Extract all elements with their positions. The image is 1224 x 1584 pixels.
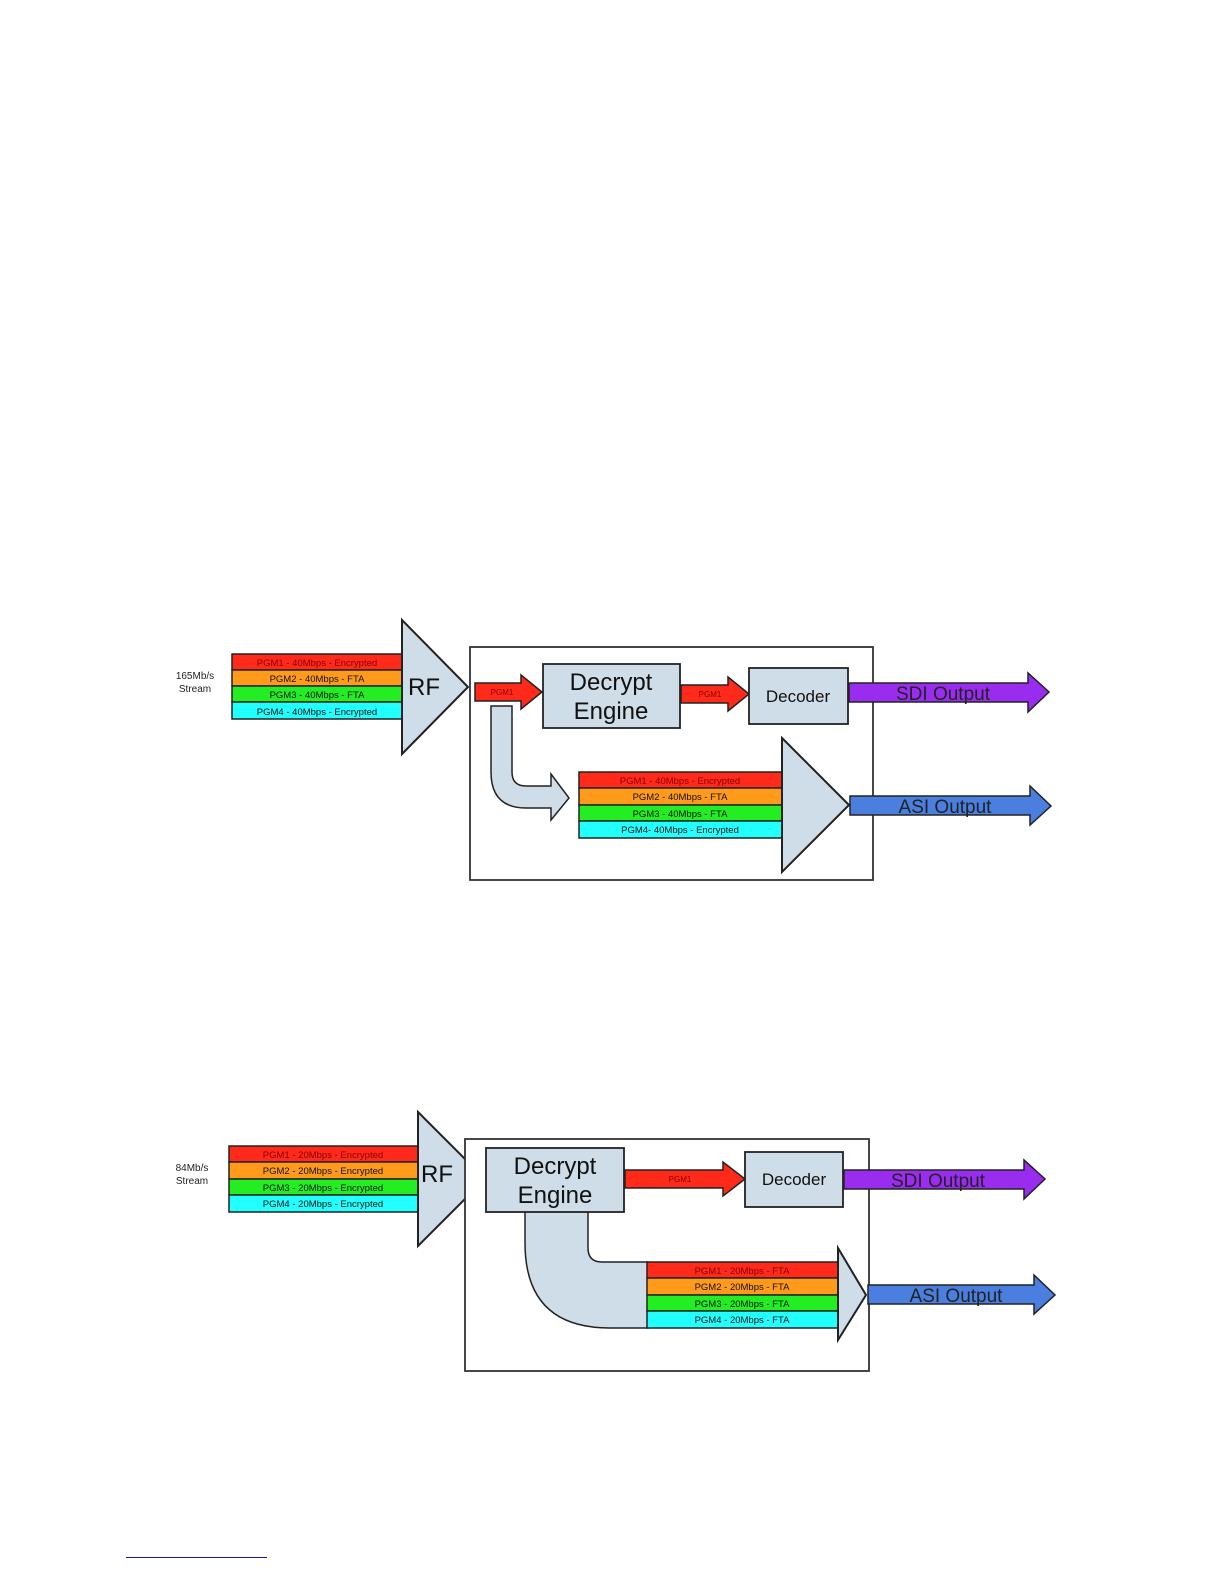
d1-pgm1-arrow-in xyxy=(474,673,544,711)
d1-asi-streams: PGM1 - 40Mbps - Encrypted PGM2 - 40Mbps … xyxy=(578,771,784,839)
d2-band-pgm1-label: PGM1 - 20Mbps - Encrypted xyxy=(263,1150,383,1161)
d1-band-pgm1-label: PGM1 - 40Mbps - Encrypted xyxy=(257,658,377,669)
d2-sdi-output-arrow xyxy=(843,1158,1047,1201)
d1-pgm1-arrow-in-label: PGM1 xyxy=(491,688,514,697)
d1-band-pgm4-label: PGM4 - 40Mbps - Encrypted xyxy=(257,707,377,718)
d2-decoder xyxy=(744,1151,844,1208)
d1-input-label-line2: Stream xyxy=(179,684,211,695)
d2-asi-streams: PGM1 - 20Mbps - FTA PGM2 - 20Mbps - FTA … xyxy=(646,1261,840,1329)
d1-asi-band-pgm2-label: PGM2 - 40Mbps - FTA xyxy=(633,792,729,803)
d2-input-label-line2: Stream xyxy=(176,1176,208,1187)
d1-passthrough-arrow xyxy=(490,705,570,823)
d1-asi-output-arrow xyxy=(849,784,1053,827)
d2-band-pgm4-label: PGM4 - 20Mbps - Encrypted xyxy=(263,1199,383,1210)
d2-decrypt-line1: Decrypt xyxy=(514,1153,597,1180)
d2-decoder-label: Decoder xyxy=(762,1170,827,1189)
d2-band-pgm3-label: PGM3 - 20Mbps - Encrypted xyxy=(263,1183,383,1194)
diagram-2: 84Mb/s Stream PGM1 - 20Mbps - Encrypted … xyxy=(176,1109,1057,1372)
footnote-separator xyxy=(126,1557,267,1558)
d1-decoder xyxy=(748,667,849,725)
d2-pgm1-arrow-mid xyxy=(624,1160,747,1198)
d1-rf-amplifier xyxy=(401,617,470,757)
d1-decrypt-line1: Decrypt xyxy=(570,669,653,696)
d2-asi-band-pgm3-label: PGM3 - 20Mbps - FTA xyxy=(695,1299,791,1310)
d2-decrypt-engine xyxy=(485,1147,625,1213)
d2-rf-label: RF xyxy=(421,1161,453,1188)
d1-band-pgm2-label: PGM2 - 40Mbps - FTA xyxy=(270,674,366,685)
d1-decoder-label: Decoder xyxy=(766,687,831,706)
d2-band-pgm2-label: PGM2 - 20Mbps - Encrypted xyxy=(263,1166,383,1177)
d1-asi-multiplexer xyxy=(781,735,851,875)
d1-asi-label: ASI Output xyxy=(899,797,993,818)
d2-sdi-label: SDI Output xyxy=(891,1171,986,1192)
d1-pgm1-arrow-mid-label: PGM1 xyxy=(699,690,722,699)
d2-asi-band-pgm1-label: PGM1 - 20Mbps - FTA xyxy=(695,1266,791,1277)
d2-asi-output-arrow xyxy=(867,1273,1057,1316)
d1-asi-band-pgm1-label: PGM1 - 40Mbps - Encrypted xyxy=(620,776,740,787)
diagram-1: 165Mb/s Stream PGM1 - 40Mbps - Encrypted… xyxy=(176,617,1053,881)
d2-asi-label: ASI Output xyxy=(910,1286,1004,1307)
d1-input-label-line1: 165Mb/s xyxy=(176,671,214,682)
d2-input-label-line1: 84Mb/s xyxy=(176,1163,209,1174)
d2-pgm1-arrow-mid-label: PGM1 xyxy=(669,1175,692,1184)
d2-asi-band-pgm4-label: PGM4 - 20Mbps - FTA xyxy=(695,1315,791,1326)
d1-asi-band-pgm4-label: PGM4- 40Mbps - Encrypted xyxy=(621,825,739,836)
d2-input-streams: PGM1 - 20Mbps - Encrypted PGM2 - 20Mbps … xyxy=(228,1145,419,1213)
d1-asi-band-pgm3-label: PGM3 - 40Mbps - FTA xyxy=(633,809,729,820)
d2-passthrough-band xyxy=(524,1210,649,1329)
d2-decrypt-line2: Engine xyxy=(518,1182,593,1209)
d1-sdi-label: SDI Output xyxy=(896,684,991,705)
d1-decrypt-line2: Engine xyxy=(574,698,649,725)
d1-rf-label: RF xyxy=(408,674,440,701)
d1-input-streams: PGM1 - 40Mbps - Encrypted PGM2 - 40Mbps … xyxy=(231,653,403,720)
d1-decrypt-engine xyxy=(542,663,681,729)
d1-pgm1-arrow-mid xyxy=(680,675,751,713)
d2-rf-amplifier xyxy=(417,1109,487,1249)
d2-asi-band-pgm2-label: PGM2 - 20Mbps - FTA xyxy=(695,1282,791,1293)
d1-band-pgm3-label: PGM3 - 40Mbps - FTA xyxy=(270,690,366,701)
d1-sdi-output-arrow xyxy=(848,671,1051,714)
d2-asi-multiplexer xyxy=(837,1244,868,1344)
